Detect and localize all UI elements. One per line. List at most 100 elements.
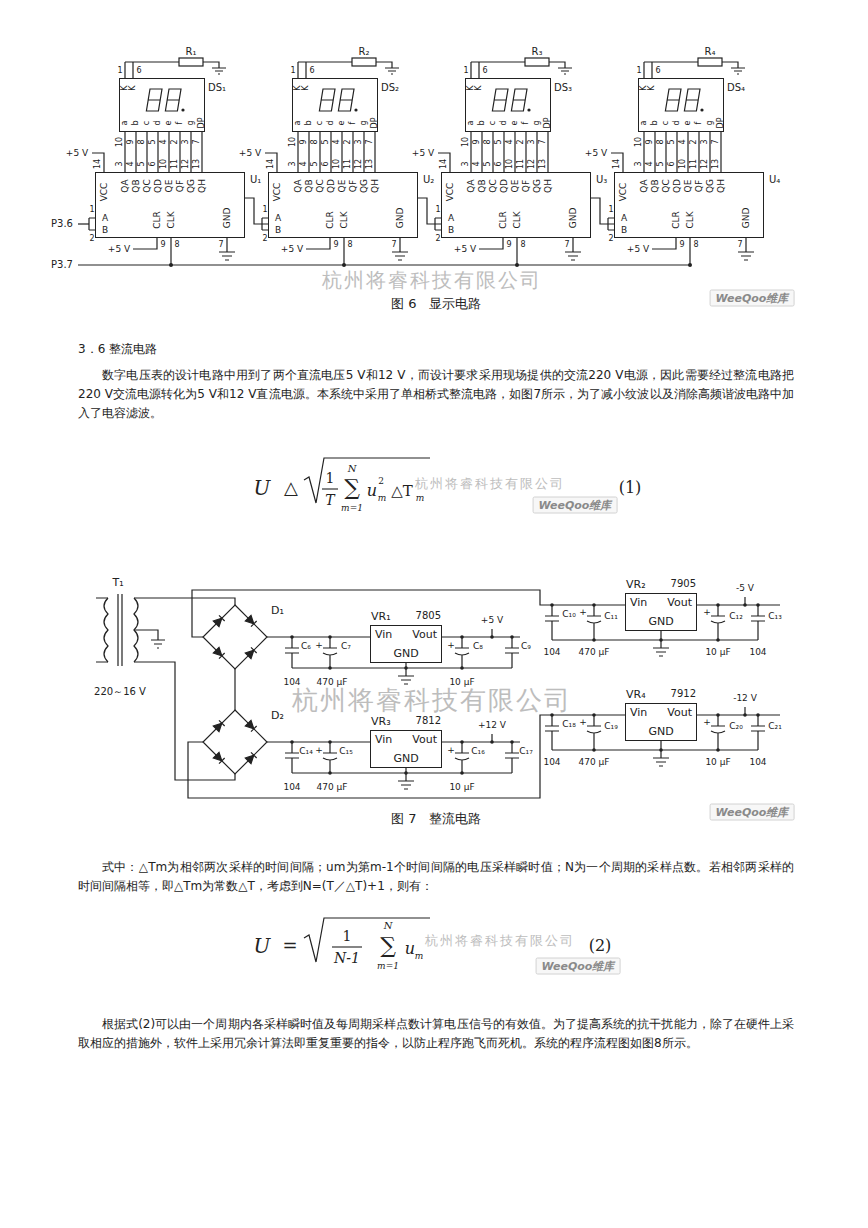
formula-symbol: = [282, 937, 297, 955]
pin-number: 13 [539, 159, 547, 169]
diode-symbol [213, 615, 224, 626]
diode-symbol [245, 615, 256, 626]
part-label: T₁ [112, 577, 123, 588]
pin-number: 12 [182, 159, 190, 169]
wire [201, 132, 202, 172]
pin-number: 9 [646, 139, 654, 144]
diode-symbol [245, 615, 256, 626]
designator: DS₃ [554, 83, 572, 93]
pin-number: 3 [462, 161, 470, 166]
wire [319, 132, 320, 172]
pin-name: QC [316, 179, 325, 192]
pin-number: 5 [311, 161, 319, 166]
resistor-label: R₁ [186, 47, 197, 57]
pin-number: 5 [484, 161, 492, 166]
formula-symbol: m [415, 952, 424, 961]
segment-name: d [154, 120, 162, 125]
value-label: 104 [283, 678, 300, 687]
pin-name: A [448, 214, 454, 223]
pin-name: B [621, 226, 627, 235]
pin-name: QG [187, 179, 196, 193]
wire [525, 132, 526, 172]
wire [188, 715, 625, 798]
pin-name: K [302, 85, 310, 90]
formula-symbol: U [254, 936, 271, 956]
pin-name: CLK [513, 211, 522, 228]
supply-label: +5 V [412, 149, 434, 158]
segment-name: e [511, 121, 519, 126]
pin-number: 13 [193, 159, 201, 169]
pin-name: QF [349, 180, 358, 192]
pin-number: 2 [435, 235, 440, 243]
pin-name: K [475, 85, 483, 90]
pin-name: VCC [446, 183, 455, 202]
section-heading: 3．6 整流电路 [78, 343, 157, 355]
pin-name: K [129, 85, 137, 90]
formula-symbol: u [367, 483, 377, 499]
pin-number: 1 [636, 67, 641, 75]
part-label: C₁₆ [471, 747, 485, 756]
formula-symbol: 1 [343, 929, 352, 943]
wire [330, 132, 331, 172]
wire [709, 132, 710, 172]
pin-number: 14 [94, 159, 102, 169]
equation-number: (1) [619, 480, 642, 496]
pin-number: 3 [635, 161, 643, 166]
figure-caption: 图 6 显示电路 [391, 297, 481, 310]
pin-name: CLR [326, 211, 335, 229]
formula-symbol: m=1 [377, 962, 399, 971]
segment-name: g [360, 120, 368, 125]
pin-name: Vout [412, 734, 437, 745]
watermark-badge: WeeQoo维库 [710, 290, 795, 307]
resistor-label: R₂ [359, 47, 370, 57]
value-label: 10 μF [449, 678, 474, 687]
pin-number: 2 [89, 235, 94, 243]
pin-number: 6 [136, 67, 141, 75]
watermark: 杭州将睿科技有限公司 [322, 270, 542, 290]
pin-number: 8 [693, 241, 698, 249]
wire [179, 132, 180, 172]
part-label: C₉ [521, 642, 531, 651]
formula-symbol: △ [284, 479, 298, 497]
supply-label: -5 V [736, 584, 754, 593]
polarity-mark: + [579, 608, 587, 617]
polarity-mark: + [315, 641, 323, 650]
pin-number: 8 [657, 139, 665, 144]
segment-name: c [489, 121, 497, 125]
wire [124, 132, 125, 172]
segment-name: c [143, 121, 151, 125]
pin-name: K [648, 85, 656, 90]
pin-number: 5 [668, 139, 676, 144]
pin-name: QH [371, 179, 380, 193]
pin-name: Vout [667, 707, 692, 718]
designator: U₁ [250, 175, 261, 185]
segment-name: d [327, 120, 335, 125]
pin-number: 7 [218, 241, 223, 249]
voltage-regulator: VR₃7812VinVoutGND [370, 730, 442, 768]
wire [547, 132, 548, 172]
value-label: 104 [749, 648, 766, 657]
pin-number: 7 [193, 139, 201, 144]
part-label: C₁₁ [604, 612, 618, 621]
fraction-bar [332, 946, 362, 947]
formula-symbol: 2 [378, 477, 384, 486]
pin-name: B [448, 226, 454, 235]
wire [374, 132, 375, 172]
wire [267, 741, 370, 742]
formula-symbol: △T [391, 484, 413, 499]
wire [470, 132, 471, 172]
wire [157, 132, 158, 172]
value-label: 10 μF [449, 783, 474, 792]
part-label: C₂₁ [768, 722, 782, 731]
pin-number: 1 [89, 206, 94, 214]
designator: VR₂ [626, 579, 646, 590]
wire [134, 598, 235, 605]
value-label: 470 μF [579, 648, 610, 657]
wire [698, 132, 699, 172]
segment-name: g [706, 120, 714, 125]
segment-name: DP [544, 118, 552, 129]
diode-symbol [213, 615, 224, 626]
paragraph: 根据式(2)可以由一个周期内各采样瞬时值及每周期采样点数计算电压信号的有效值。为… [78, 1015, 794, 1053]
segment-name: a [121, 121, 129, 126]
pin-number: 12 [355, 159, 363, 169]
